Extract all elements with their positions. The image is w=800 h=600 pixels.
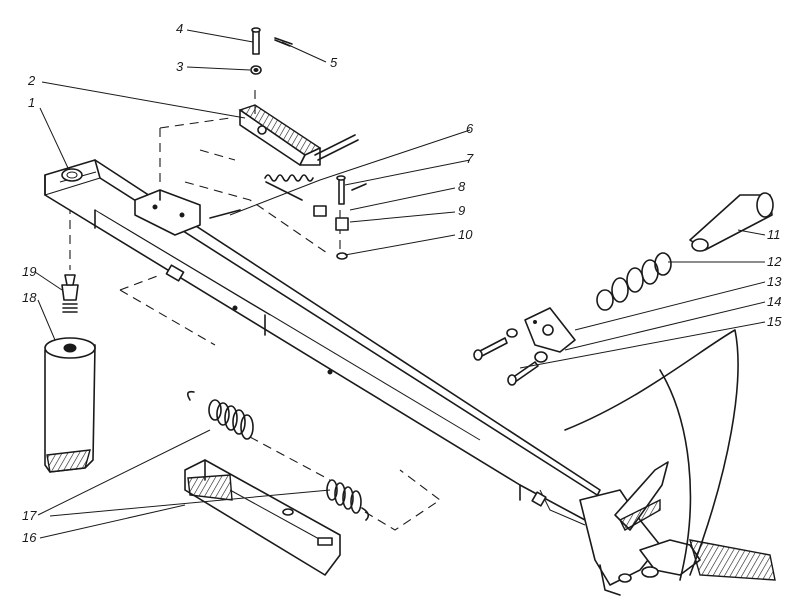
callout-15: 15 bbox=[767, 314, 782, 329]
plate-part-13 bbox=[524, 307, 576, 353]
callout-2: 2 bbox=[27, 73, 36, 88]
bolt-part-14 bbox=[473, 328, 518, 361]
pin-part-4 bbox=[251, 27, 261, 55]
callout-7: 7 bbox=[466, 151, 474, 166]
callout-4: 4 bbox=[176, 21, 183, 36]
leader-lines bbox=[34, 29, 766, 539]
callout-19: 19 bbox=[22, 264, 36, 279]
callout-5: 5 bbox=[330, 55, 338, 70]
callout-14: 14 bbox=[767, 294, 781, 309]
callout-6: 6 bbox=[466, 121, 474, 136]
callout-12: 12 bbox=[767, 254, 782, 269]
handle-part-11 bbox=[689, 192, 774, 252]
bolt-part-15 bbox=[507, 351, 548, 386]
callout-10: 10 bbox=[458, 227, 473, 242]
pin-part-7 bbox=[336, 175, 346, 205]
nut-part-9 bbox=[335, 217, 349, 231]
spring-part-17-upper bbox=[186, 390, 254, 440]
callout-17: 17 bbox=[22, 508, 37, 523]
curved-strap bbox=[564, 329, 739, 581]
callout-11: 11 bbox=[767, 227, 781, 242]
callout-1: 1 bbox=[28, 95, 35, 110]
spring-part-12 bbox=[596, 252, 672, 311]
latch-part bbox=[313, 205, 327, 217]
bracket-part-16 bbox=[184, 459, 341, 576]
jaw-assembly bbox=[579, 461, 776, 596]
washer-part-10 bbox=[336, 252, 348, 260]
callout-9: 9 bbox=[458, 203, 465, 218]
main-lever-arm bbox=[44, 159, 606, 526]
washer-part-3 bbox=[250, 65, 262, 75]
callout-18: 18 bbox=[22, 290, 37, 305]
arm-bracket bbox=[134, 189, 241, 236]
spring-part-17-lower bbox=[326, 479, 370, 521]
callout-8: 8 bbox=[458, 179, 466, 194]
assembly-guide-lines bbox=[69, 90, 441, 531]
cotter-pin-part-5 bbox=[274, 37, 293, 47]
grease-fitting-part-19 bbox=[61, 274, 79, 313]
grip-part-18 bbox=[44, 337, 96, 473]
cotter-part-8 bbox=[351, 183, 367, 191]
callout-labels: 1 2 3 4 5 6 7 8 9 10 11 12 13 14 15 16 1… bbox=[22, 21, 782, 545]
spring-part-6 bbox=[264, 174, 314, 201]
callout-3: 3 bbox=[176, 59, 184, 74]
callout-16: 16 bbox=[22, 530, 37, 545]
bracket-part-2 bbox=[238, 104, 359, 166]
callout-13: 13 bbox=[767, 274, 782, 289]
